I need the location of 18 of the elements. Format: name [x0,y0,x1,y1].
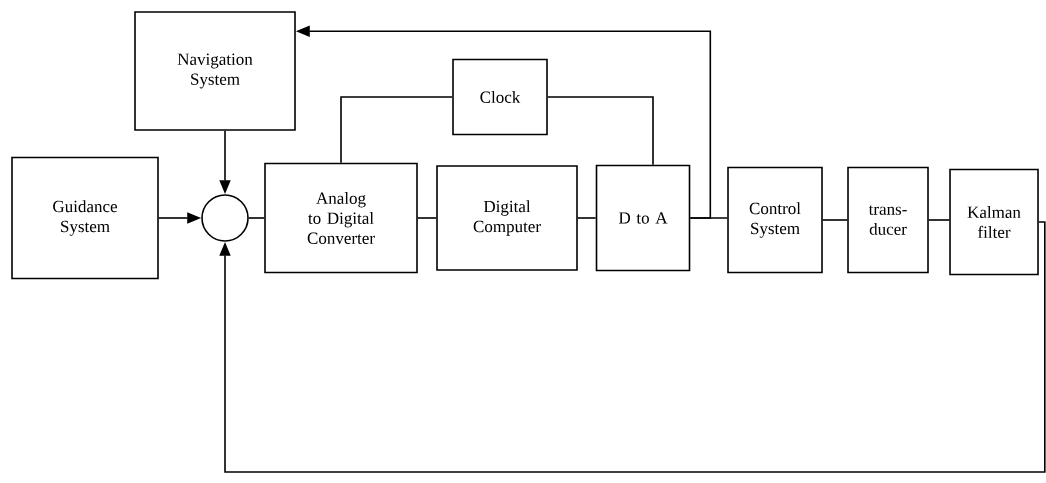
block-box: Clock [452,58,548,136]
block-box: Digital Computer [436,165,578,271]
block-box: trans- ducer [847,166,929,274]
block-box: Guidance System [11,156,159,280]
arrow [219,221,1046,473]
connector-line [577,217,597,219]
connector-line [340,96,453,164]
block-box: Kalman filter [949,168,1039,276]
connector-line [417,217,437,219]
connector-line [248,217,265,219]
block-box: D to A [595,164,691,272]
connector-line [928,219,950,221]
connector-line [822,219,848,221]
block-box: Analog to Digital Converter [264,162,418,274]
block-box: Control System [727,166,823,274]
connector-line [547,96,654,166]
block-box: Navigation System [134,11,296,131]
summing-junction [201,194,249,242]
